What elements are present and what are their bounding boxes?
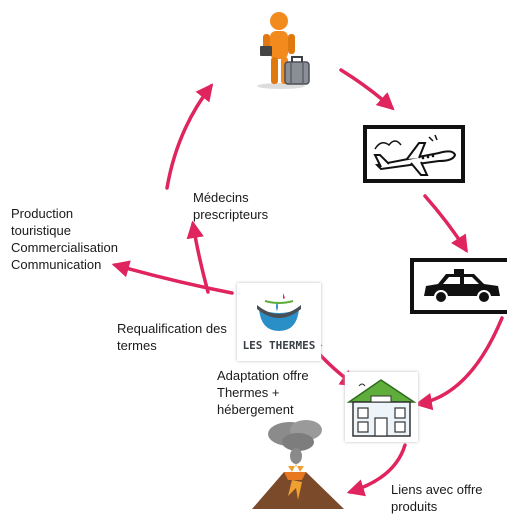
label-adaptation: Adaptation offre Thermes + hébergement — [217, 368, 309, 417]
airplane-box — [363, 125, 465, 183]
arrow-thermes-to-medecins — [186, 220, 210, 294]
label-production: Production touristique Commercialisation… — [11, 206, 118, 272]
label-medecins: Médecins prescripteurs — [193, 190, 269, 222]
thermes-logo: LES THERMES — [237, 283, 321, 361]
water-drop-icon — [257, 293, 301, 331]
thermes-logo-text: LES THERMES — [242, 339, 316, 352]
hotel-box — [345, 372, 418, 442]
arrow-taxi-to-hotel — [414, 316, 504, 411]
arrow-medecins-to-traveler — [165, 83, 214, 190]
label-liens: Liens avec offre produits — [391, 482, 483, 514]
taxi-box — [410, 258, 507, 314]
arrow-plane-to-taxi — [423, 194, 468, 253]
label-requalification: Requalification des termes — [117, 321, 227, 353]
volcano-icon — [252, 420, 344, 509]
hotel-icon — [346, 379, 417, 437]
taxi-icon — [424, 269, 500, 304]
airplane-icon — [373, 134, 457, 176]
arrow-thermes-to-production — [111, 260, 234, 295]
arrow-hotel-to-volcano — [346, 443, 407, 497]
arrow-traveler-to-plane — [339, 68, 395, 111]
traveler-icon — [257, 12, 310, 89]
